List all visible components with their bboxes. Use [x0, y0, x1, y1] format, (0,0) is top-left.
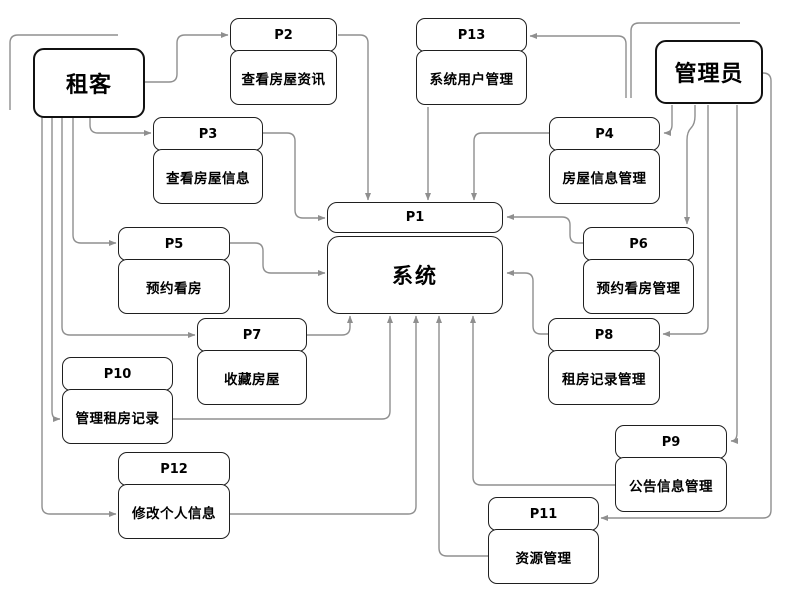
process-label-p3: 查看房屋信息 [153, 149, 263, 204]
process-label-p11: 资源管理 [488, 529, 599, 584]
process-id-p8: P8 [548, 318, 660, 352]
system-id: P1 [327, 202, 503, 233]
edge-admin-p13 [529, 33, 627, 98]
edge-p7-system [307, 315, 353, 336]
process-node-p3: P3 查看房屋信息 [153, 117, 263, 204]
process-id-p4: P4 [549, 117, 660, 151]
process-id-p9: P9 [615, 425, 727, 459]
process-id-p5: P5 [118, 227, 230, 261]
process-label-p5: 预约看房 [118, 259, 230, 314]
actor-admin: 管理员 [655, 40, 763, 104]
process-label-p9: 公告信息管理 [615, 457, 727, 512]
edge-p12-system [230, 315, 419, 515]
process-label-p6: 预约看房管理 [583, 259, 694, 314]
process-label-p13: 系统用户管理 [416, 50, 527, 105]
process-node-p4: P4 房屋信息管理 [549, 117, 660, 204]
edge-p6-system [506, 214, 583, 244]
process-node-p11: P11 资源管理 [488, 497, 599, 584]
edge-p3-system [263, 132, 326, 221]
process-id-p13: P13 [416, 18, 527, 52]
process-node-p2: P2 查看房屋资讯 [230, 18, 337, 105]
edge-admin-p9 [730, 105, 739, 444]
stub-line-top-right [630, 22, 740, 98]
edge-p11-system [436, 315, 488, 557]
edge-admin-p8 [662, 105, 709, 337]
process-node-p9: P9 公告信息管理 [615, 425, 727, 512]
process-id-p2: P2 [230, 18, 337, 52]
process-node-p8: P8 租房记录管理 [548, 318, 660, 405]
process-label-p7: 收藏房屋 [197, 350, 307, 405]
process-node-p13: P13 系统用户管理 [416, 18, 527, 105]
edge-p9-system [470, 315, 615, 486]
edge-admin-p6 [684, 105, 696, 225]
process-node-p5: P5 预约看房 [118, 227, 230, 314]
process-label-p4: 房屋信息管理 [549, 149, 660, 204]
edge-admin-p4 [663, 105, 673, 136]
edge-p4-system [471, 132, 549, 201]
edge-p10-system [173, 315, 393, 420]
process-id-p7: P7 [197, 318, 307, 352]
actor-tenant: 租客 [33, 48, 145, 118]
process-node-p12: P12 修改个人信息 [118, 452, 230, 539]
process-id-p10: P10 [62, 357, 173, 391]
process-id-p12: P12 [118, 452, 230, 486]
edge-tenant-p12 [41, 117, 117, 517]
edge-tenant-p5 [72, 117, 117, 246]
process-id-p11: P11 [488, 497, 599, 531]
process-id-p6: P6 [583, 227, 694, 261]
system-label: 系统 [327, 236, 503, 314]
process-label-p10: 管理租房记录 [62, 389, 173, 444]
edge-tenant-p2 [145, 32, 229, 83]
edge-p8-system [506, 270, 548, 335]
process-node-p7: P7 收藏房屋 [197, 318, 307, 405]
process-node-p10: P10 管理租房记录 [62, 357, 173, 444]
process-id-p3: P3 [153, 117, 263, 151]
process-label-p12: 修改个人信息 [118, 484, 230, 539]
edge-tenant-p7 [61, 117, 196, 338]
process-label-p8: 租房记录管理 [548, 350, 660, 405]
edge-admin-p11 [600, 72, 772, 521]
edge-tenant-p10 [51, 117, 61, 422]
system-node: P1 系统 [327, 202, 503, 314]
edge-p2-system [338, 34, 371, 201]
process-node-p6: P6 预约看房管理 [583, 227, 694, 314]
stub-line-top-left [9, 34, 118, 110]
process-label-p2: 查看房屋资讯 [230, 50, 337, 105]
edge-tenant-p3 [89, 117, 152, 136]
edge-p5-system [230, 242, 326, 276]
